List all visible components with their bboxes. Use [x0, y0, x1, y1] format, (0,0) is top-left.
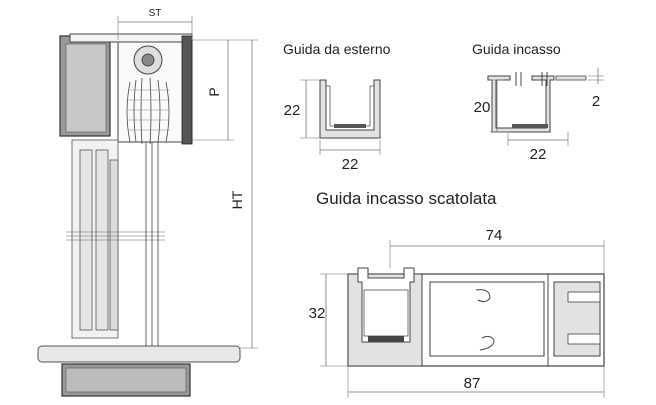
guida-esterno-brush: [334, 124, 366, 128]
st-label: ST: [149, 8, 162, 19]
guida-esterno-inner-lips: [326, 85, 374, 127]
guida-incasso-height-label: 20: [474, 99, 491, 116]
guida-incasso-title: Guida incasso: [472, 41, 561, 57]
scatolata-middle-chamber: [429, 281, 545, 357]
scatolata-inner-guide: [363, 289, 409, 337]
guida-esterno-height-label: 22: [284, 102, 301, 119]
guida-scatolata-group: Guida incasso scatolata 74 32 87: [309, 189, 605, 398]
wall-block-bottom-inner: [65, 367, 187, 393]
glazing-lines: [66, 231, 165, 241]
scatolata-top-label: 74: [486, 227, 503, 244]
guida-incasso-clips: [515, 72, 548, 86]
ht-label: HT: [229, 190, 245, 209]
scatolata-clip-top: [475, 289, 491, 303]
window-section-drawing: ST P HT: [37, 8, 258, 397]
p-label: P: [206, 87, 222, 96]
scatolata-right-slot-top: [567, 291, 601, 303]
scatolata-height-label: 32: [309, 305, 326, 322]
scatolata-brush: [368, 336, 404, 342]
scatolata-right-slot-bottom: [567, 333, 601, 345]
guida-incasso-width-label: 22: [530, 146, 547, 163]
scatolata-bottom-label: 87: [464, 375, 481, 392]
lintel: [69, 33, 193, 43]
roller-axle: [141, 53, 155, 67]
guida-incasso-lip-label: 2: [592, 93, 600, 110]
sill: [37, 345, 241, 363]
guida-esterno-group: Guida da esterno 22 22: [283, 41, 391, 173]
shutter-curtain: [145, 142, 159, 350]
guida-incasso-brush: [512, 124, 548, 128]
rolled-slats: [126, 77, 170, 145]
guida-esterno-width-label: 22: [342, 156, 359, 173]
wall-block-top-inner: [65, 43, 107, 133]
guida-incasso-flange-right: [555, 75, 587, 81]
window-frame: [71, 139, 119, 339]
guida-esterno-title: Guida da esterno: [283, 41, 391, 57]
box-end-plate: [181, 35, 193, 145]
scatolata-clip-bottom: [479, 335, 495, 351]
guida-esterno-profile: [319, 79, 381, 139]
guida-scatolata-title: Guida incasso scatolata: [316, 189, 497, 208]
guida-incasso-group: Guida incasso 20 2 22: [472, 41, 604, 163]
